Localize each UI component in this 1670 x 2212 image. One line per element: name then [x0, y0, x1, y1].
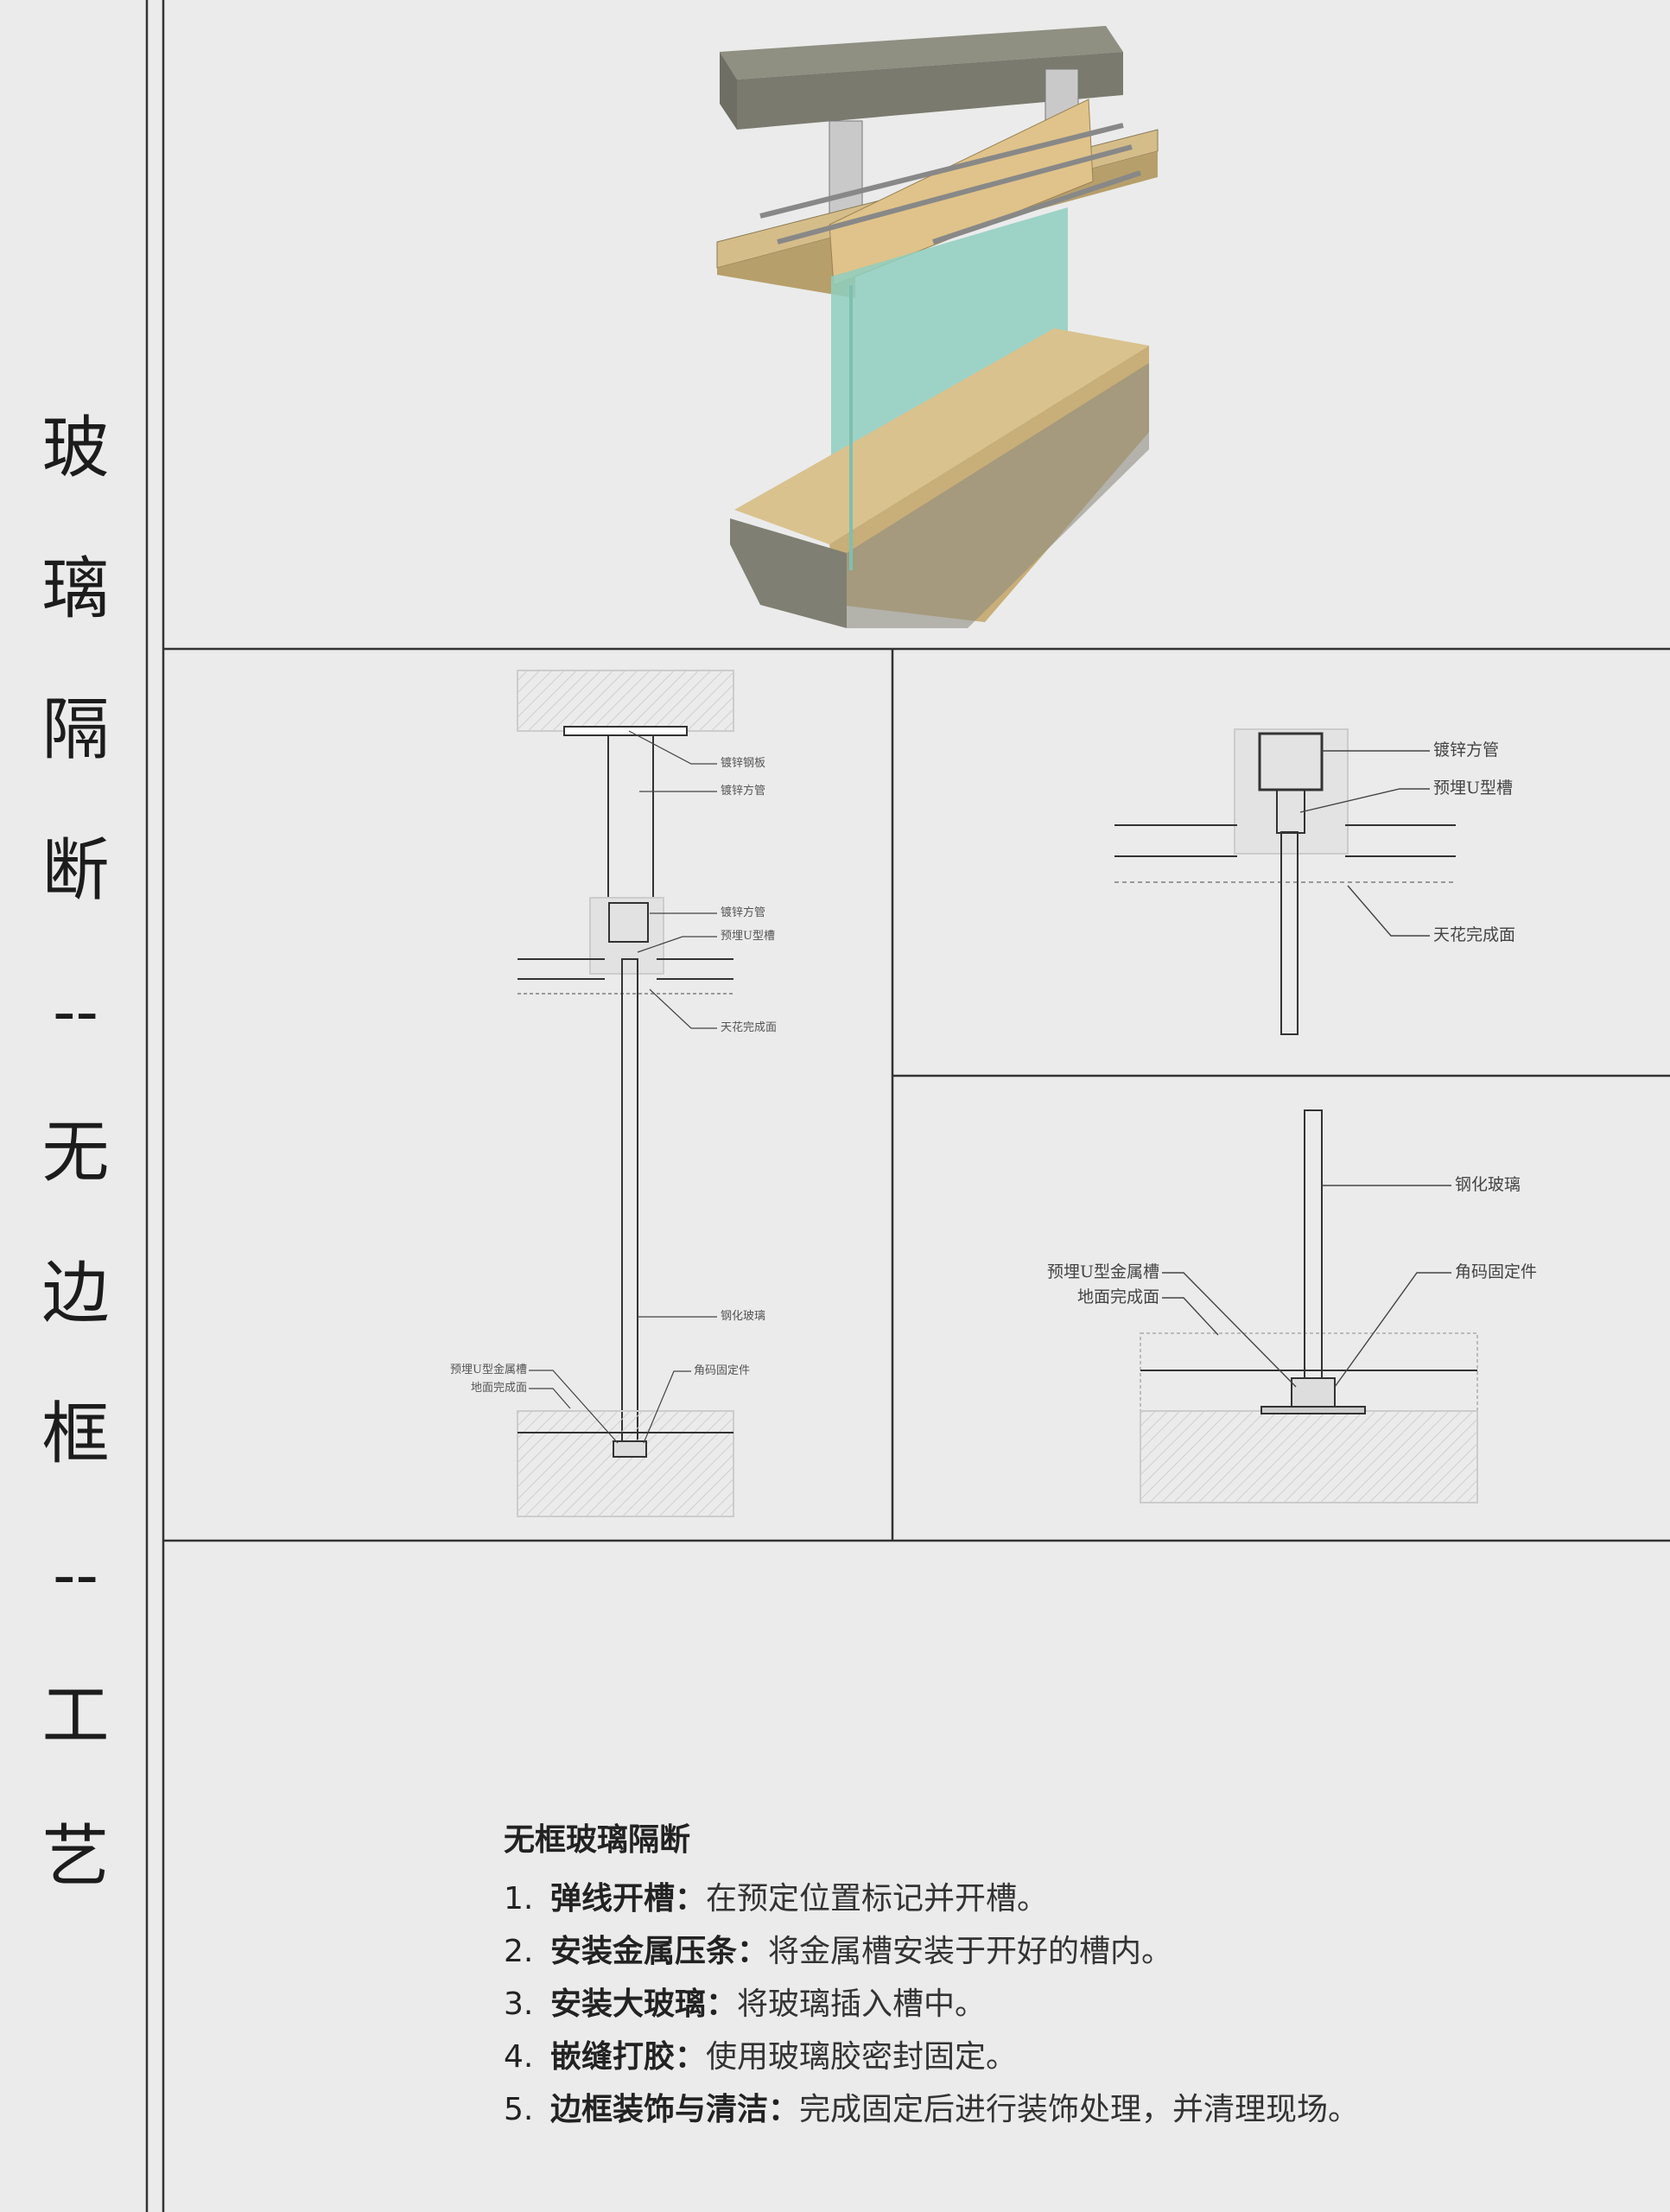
side-title: 玻 璃 隔 断 -- 无 边 框 -- 工 艺: [0, 0, 147, 2212]
title-char: 边: [41, 1255, 110, 1332]
title-char: 工: [41, 1677, 110, 1755]
title-separator: --: [53, 1536, 98, 1614]
detail-floor-section: [1140, 1109, 1478, 1503]
label-ceiling-finish: 天花完成面: [721, 1021, 778, 1034]
label-galvanized-tube: 镀锌方管: [1433, 741, 1500, 760]
step-number: 2.: [504, 1934, 534, 1969]
label-galvanized-plate: 镀锌钢板: [721, 757, 766, 770]
step-title: 安装金属压条：: [550, 1934, 769, 1969]
label-tempered-glass: 钢化玻璃: [1455, 1175, 1521, 1194]
step-item: 5. 边框装饰与清洁：完成固定后进行装饰处理，并清理现场。: [504, 2084, 1359, 2137]
title-char: 断: [41, 832, 110, 910]
step-number: 1.: [504, 1881, 534, 1916]
detail-ceiling-section: [1114, 728, 1456, 1035]
step-item: 2. 安装金属压条：将金属槽安装于开好的槽内。: [504, 1926, 1359, 1979]
title-char: 玻: [41, 410, 110, 487]
title-char: 璃: [41, 550, 110, 628]
step-number: 3.: [504, 1986, 534, 2022]
step-description: 使用玻璃胶密封固定。: [706, 2039, 1018, 2075]
step-description: 将玻璃插入槽中。: [737, 1986, 987, 2022]
step-number: 5.: [504, 2092, 534, 2127]
step-number: 4.: [504, 2039, 534, 2075]
label-floor-finish: 地面完成面: [470, 1382, 527, 1395]
label-angle-bracket: 角码固定件: [1455, 1262, 1538, 1281]
detail-full-section: [517, 670, 734, 1517]
steps-heading: 无框玻璃隔断: [504, 1822, 691, 1858]
label-floor-finish: 地面完成面: [1076, 1287, 1159, 1306]
label-angle-bracket: 角码固定件: [694, 1364, 751, 1377]
process-steps: 无框玻璃隔断 1. 弹线开槽：在预定位置标记并开槽。 2. 安装金属压条：将金属槽安…: [504, 1815, 1359, 2137]
step-title: 安装大玻璃：: [550, 1986, 738, 2022]
frame-lines: [145, 0, 1670, 2212]
step-description: 完成固定后进行装饰处理，并清理现场。: [799, 2092, 1360, 2127]
step-title: 边框装饰与清洁：: [550, 2092, 800, 2127]
step-item: 1. 弹线开槽：在预定位置标记并开槽。: [504, 1873, 1359, 1926]
title-char: 艺: [41, 1818, 110, 1896]
step-description: 在预定位置标记并开槽。: [706, 1881, 1049, 1916]
title-char: 隔: [41, 691, 110, 769]
label-ceiling-finish: 天花完成面: [1433, 925, 1516, 944]
step-item: 4. 嵌缝打胶：使用玻璃胶密封固定。: [504, 2031, 1359, 2084]
label-galvanized-tube: 镀锌方管: [721, 906, 766, 919]
label-u-metal-channel: 预埋U型金属槽: [450, 1363, 527, 1376]
step-title: 弹线开槽：: [550, 1881, 707, 1916]
label-tempered-glass: 钢化玻璃: [721, 1310, 766, 1323]
label-u-metal-channel: 预埋U型金属槽: [1046, 1262, 1159, 1281]
step-title: 嵌缝打胶：: [550, 2039, 707, 2075]
label-u-channel: 预埋U型槽: [1433, 779, 1514, 798]
title-separator: --: [53, 973, 98, 1051]
label-galvanized-tube: 镀锌方管: [721, 785, 766, 798]
step-description: 将金属槽安装于开好的槽内。: [768, 1934, 1173, 1969]
title-char: 框: [41, 1395, 110, 1473]
step-item: 3. 安装大玻璃：将玻璃插入槽中。: [504, 1979, 1359, 2031]
isometric-render: [716, 26, 1159, 628]
label-u-channel: 预埋U型槽: [721, 930, 775, 943]
title-char: 无: [41, 1114, 110, 1192]
